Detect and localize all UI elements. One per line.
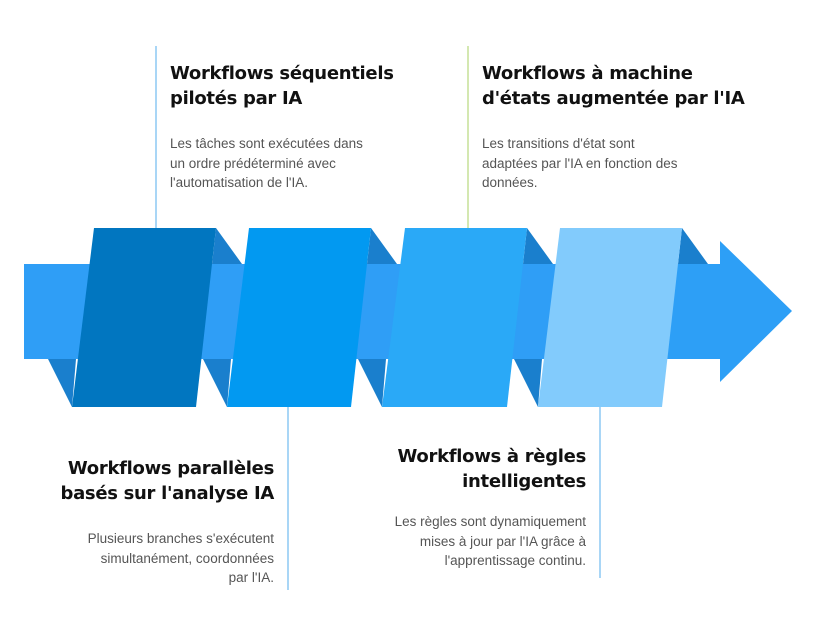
ribbon-fold-3-bottom — [358, 359, 386, 407]
ribbon-segment-1 — [72, 228, 216, 407]
ribbon-fold-3-top — [523, 228, 553, 264]
stage-1-description: Les tâches sont exécutées dans un ordre … — [170, 136, 363, 190]
stage-3-description: Les transitions d'état sont adaptées par… — [482, 136, 678, 190]
ribbon-fold-1-bottom — [48, 359, 76, 407]
ribbon-fold-1-top — [212, 228, 242, 264]
ribbon-segment-2 — [227, 228, 371, 407]
stage-4-title: Workflows à règles intelligentes — [397, 446, 587, 492]
stage-4-description: Les règles sont dynamiquement mises à jo… — [394, 514, 586, 568]
ribbon-segment-3 — [382, 228, 527, 407]
stage-2-description: Plusieurs branches s'exécutent simultané… — [87, 531, 274, 585]
arrow-head — [666, 241, 792, 382]
ribbon-fold-2-bottom — [203, 359, 231, 407]
ribbon-fold-4-top — [678, 228, 708, 264]
ribbon-fold-4-bottom — [514, 359, 542, 407]
stage-2-title: Workflows parallèles basés sur l'analyse… — [60, 458, 274, 504]
ribbon-segment-4 — [538, 228, 682, 407]
ribbon-fold-2-top — [367, 228, 397, 264]
stage-1-title: Workflows séquentiels pilotés par IA — [170, 63, 394, 109]
stage-3-title: Workflows à machine d'états augmentée pa… — [482, 63, 745, 109]
